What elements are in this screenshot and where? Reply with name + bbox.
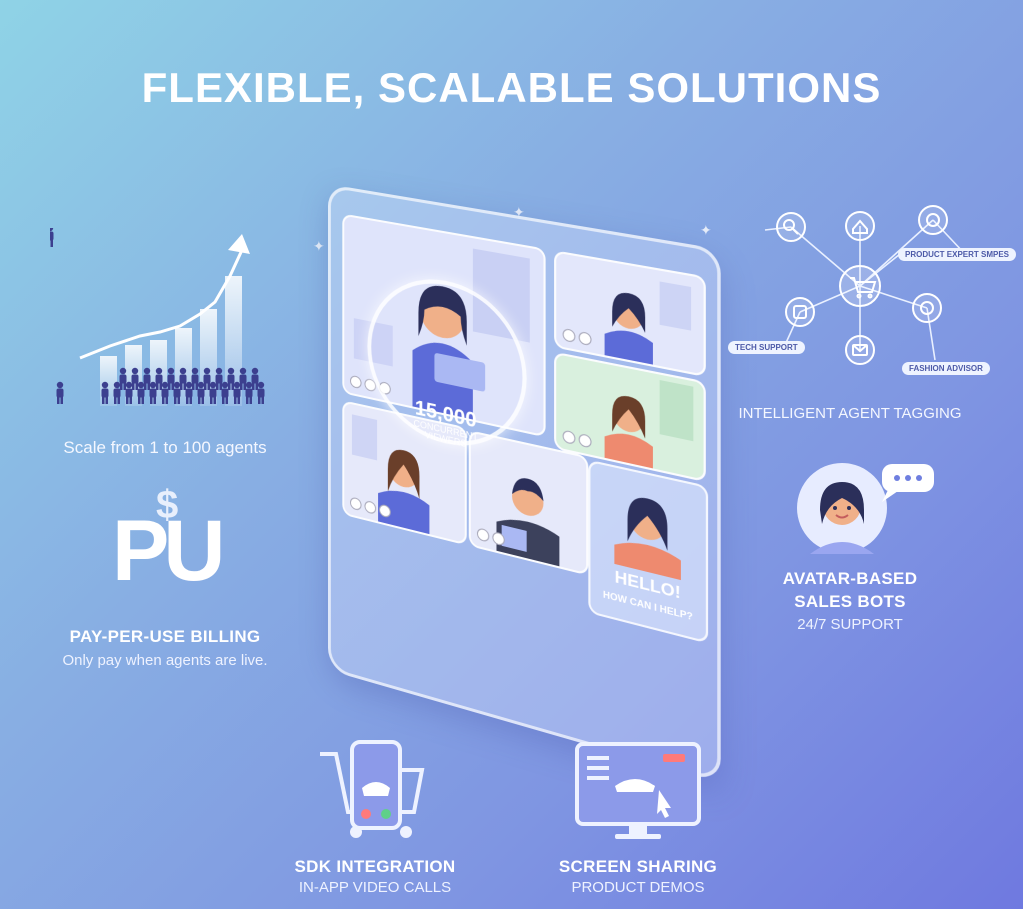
mobile-cart-icon <box>318 740 428 840</box>
sdk-heading: SDK INTEGRATION <box>294 857 456 876</box>
video-tile-agent-4 <box>342 400 467 546</box>
agent-network-diagram <box>725 200 1015 380</box>
video-tile-main <box>342 213 546 438</box>
sparkle-icon: ✦ <box>313 238 325 254</box>
sparkle-icon: ✦ <box>513 204 525 220</box>
billing-heading: PAY-PER-USE BILLING <box>69 627 261 646</box>
tag-tech-support: TECH SUPPORT <box>728 341 805 354</box>
scale-caption: Scale from 1 to 100 agents <box>63 438 267 457</box>
avatar-bot-icon <box>796 462 936 554</box>
growth-chart-icon <box>46 224 280 413</box>
dollar-icon: $ <box>156 483 179 527</box>
video-call-tablet: HELLO! HOW CAN I HELP? 15,000 CONCURRENT… <box>328 184 721 784</box>
page-title: FLEXIBLE, SCALABLE SOLUTIONS <box>141 64 882 111</box>
screen-sharing-heading: SCREEN SHARING <box>558 857 718 876</box>
billing-logo: PU <box>112 503 225 599</box>
screen-sharing-subtitle: PRODUCT DEMOS <box>571 879 705 896</box>
video-tile-agent-3 <box>554 351 706 483</box>
video-tile-chat: HELLO! HOW CAN I HELP? <box>588 459 709 644</box>
billing-subtitle: Only pay when agents are live. <box>62 652 268 669</box>
avatar-bots-heading-1: AVATAR-BASED <box>782 569 918 588</box>
tag-fashion-advisor: FASHION ADVISOR <box>902 362 990 375</box>
tag-product-expert: PRODUCT EXPERT SMPES <box>898 248 1017 261</box>
sdk-subtitle: IN-APP VIDEO CALLS <box>298 879 452 896</box>
avatar-bots-subtitle: 24/7 SUPPORT <box>797 616 903 633</box>
video-tile-agent-5 <box>468 430 589 576</box>
avatar-bots-heading-2: SALES BOTS <box>794 592 906 611</box>
video-tile-agent-2 <box>554 250 706 378</box>
tagging-caption: INTELLIGENT AGENT TAGGING <box>738 405 962 422</box>
monitor-demo-icon <box>575 742 701 842</box>
sparkle-icon: ✦ <box>700 222 712 238</box>
